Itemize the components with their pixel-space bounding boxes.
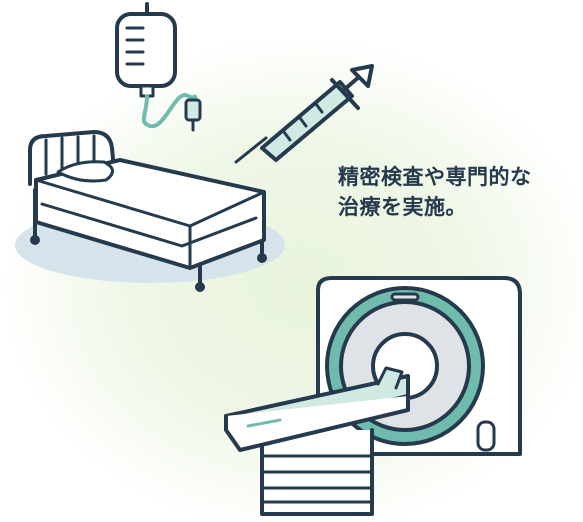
caption-line-1: 精密検査や専門的な [338, 165, 532, 189]
ct-scanner-icon [224, 276, 522, 516]
hospital-bed-icon [15, 130, 285, 292]
caption-line-2: 治療を実施。 [338, 195, 467, 219]
iv-drip-bag-icon [115, 2, 202, 132]
syringe-icon [234, 64, 374, 164]
caption-text: 精密検査や専門的な 治療を実施。 [338, 162, 578, 222]
